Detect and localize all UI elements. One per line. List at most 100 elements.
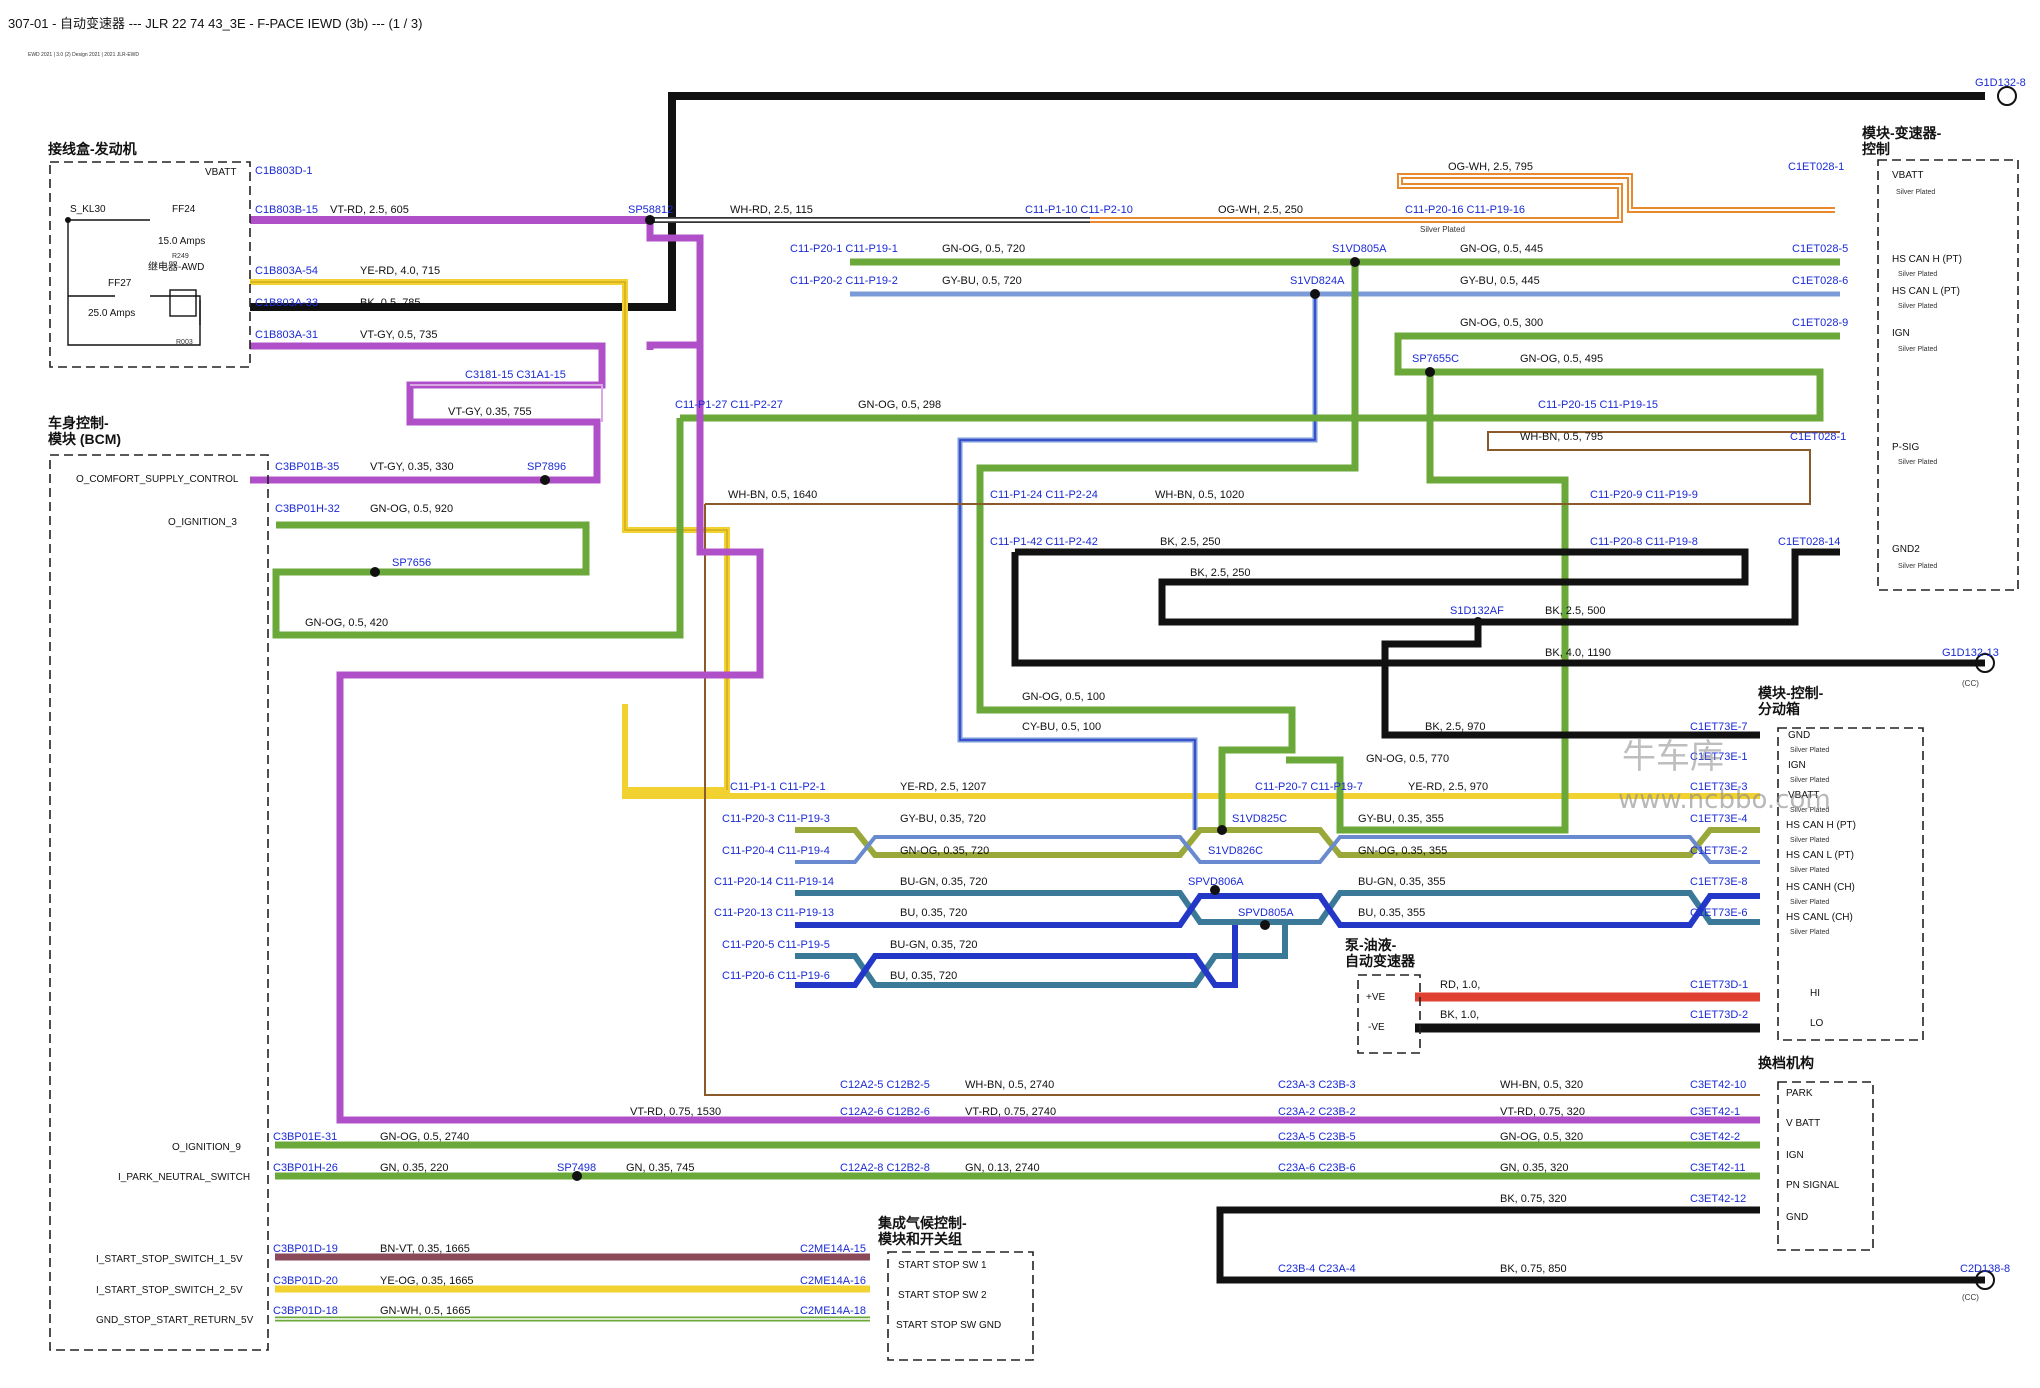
wire-bk-gnd-shifter <box>1216 1206 1985 1284</box>
connector-label: SPVD806A <box>1188 876 1244 888</box>
wire-label: YE-OG, 0.35, 1665 <box>380 1275 474 1287</box>
connector-label: SP58812 <box>628 204 673 216</box>
wire-label: BK, 0.75, 850 <box>1500 1263 1567 1275</box>
wire-label: VT-GY, 0.35, 755 <box>448 406 532 418</box>
wire-label: RD, 1.0, <box>1440 979 1480 991</box>
wire-label: GN-WH, 0.5, 1665 <box>380 1305 470 1317</box>
connector-label: C2ME14A-18 <box>800 1305 866 1317</box>
tcc-title: 模块-控制- <box>1758 685 1824 701</box>
wire-label: GN-OG, 0.5, 100 <box>1022 691 1105 703</box>
wire-label: OG-WH, 2.5, 795 <box>1448 161 1533 173</box>
bcm-pin-label: I_START_STOP_SWITCH_2_5V <box>96 1285 243 1296</box>
wire-label: WH-BN, 0.5, 1020 <box>1155 489 1244 501</box>
wire-label: (CC) <box>1962 1293 1979 1302</box>
pump-title: 泵-油液- <box>1345 937 1397 953</box>
tcm-pin-label: Silver Plated <box>1896 189 1935 196</box>
wire-label: GN-OG, 0.5, 770 <box>1366 753 1449 765</box>
iccm-title-2: 模块和开关组 <box>878 1231 962 1247</box>
connector-label: C1ET73E-7 <box>1690 721 1747 733</box>
connector-label: C11-P1-10 C11-P2-10 <box>1025 204 1133 216</box>
wire-label: VT-RD, 0.75, 1530 <box>630 1106 721 1118</box>
connector-label: C1B803D-1 <box>255 165 312 177</box>
connector-label: S1VD825C <box>1232 813 1287 825</box>
connector-label: C1B803A-54 <box>255 265 318 277</box>
wire-label: WH-BN, 0.5, 2740 <box>965 1079 1054 1091</box>
bcm-module <box>49 454 269 1351</box>
splice-s1d132af <box>1473 617 1483 627</box>
splice-spvd806a <box>1210 885 1220 895</box>
connector-label: SP7655C <box>1412 353 1459 365</box>
connector-label: G1D132-13 <box>1942 647 1999 659</box>
engine_box-pin-label: FF24 <box>172 204 196 215</box>
wire-gy-bu-twisted <box>795 827 1760 858</box>
connector-label: C1ET73E-2 <box>1690 845 1747 857</box>
ground-g1d132-8 <box>1997 86 2017 106</box>
wire-bu-gn-low <box>795 925 1288 988</box>
wire-label: GY-BU, 0.5, 720 <box>942 275 1022 287</box>
tcm-pin-label: HS CAN L (PT) <box>1892 286 1960 297</box>
tcc-pin-label: HS CAN H (PT) <box>1786 820 1856 831</box>
page-subtitle: EWD 2021 | 3.0 (2) Design 2021 | 2021 JL… <box>28 52 139 58</box>
tcm-module <box>1877 159 2019 591</box>
connector-label: C11-P20-14 C11-P19-14 <box>714 876 834 888</box>
wire-label: VT-RD, 2.5, 605 <box>330 204 409 216</box>
wire-label: GN-OG, 0.35, 355 <box>1358 845 1447 857</box>
bcm-pin-label: O_IGNITION_9 <box>172 1142 241 1153</box>
tcc-pin-label: Silver Plated <box>1790 837 1829 844</box>
tcm-pin-label: Silver Plated <box>1898 303 1937 310</box>
connector-label: C1ET73E-6 <box>1690 907 1747 919</box>
pump-title-2: 自动变速器 <box>1345 953 1416 969</box>
connector-label: C12A2-5 C12B2-5 <box>840 1079 930 1091</box>
connector-label: C1ET028-6 <box>1792 275 1848 287</box>
bcm-pin-label: O_COMFORT_SUPPLY_CONTROL <box>76 474 239 485</box>
tcm-pin-label: Silver Plated <box>1898 563 1937 570</box>
engine_box-pin-label: R249 <box>172 253 189 260</box>
tcc-pin-label: IGN <box>1788 760 1806 771</box>
wire-label: BK, 2.5, 250 <box>1190 567 1251 579</box>
pump-pin-label: +VE <box>1366 992 1386 1003</box>
wire-label: GN-OG, 0.5, 298 <box>858 399 941 411</box>
wire-label: WH-BN, 0.5, 320 <box>1500 1079 1583 1091</box>
engine-box-title: 接线盒-发动机 <box>48 141 137 157</box>
ground-c2d138-8 <box>1975 1270 1995 1290</box>
bcm-pin-label: I_PARK_NEUTRAL_SWITCH <box>118 1172 250 1183</box>
wire-bk-2-5 <box>1015 548 1840 626</box>
wire-label: GN-OG, 0.5, 420 <box>305 617 388 629</box>
wire-label: WH-RD, 2.5, 115 <box>730 204 813 216</box>
connector-label: C11-P20-16 C11-P19-16 <box>1405 204 1525 216</box>
tcm-pin-label: VBATT <box>1892 170 1923 181</box>
connector-label: C1ET028-1 <box>1790 431 1846 443</box>
wire-wh-bn <box>704 504 1760 1096</box>
wire-label: WH-BN, 0.5, 795 <box>1520 431 1603 443</box>
wire-label: GN-OG, 0.5, 320 <box>1500 1131 1583 1143</box>
tcm-pin-label: P-SIG <box>1892 442 1919 453</box>
pump-pin-label: -VE <box>1368 1022 1385 1033</box>
tcc-pin-label: HS CANH (CH) <box>1786 882 1855 893</box>
tcm-pin-label: Silver Plated <box>1898 459 1937 466</box>
bcm-pin-label: O_IGNITION_3 <box>168 517 237 528</box>
pump-pin-label: HI <box>1810 988 1820 999</box>
page-title: 307-01 - 自动变速器 --- JLR 22 74 43_3E - F-P… <box>8 16 422 31</box>
bcm-pin-label: I_START_STOP_SWITCH_1_5V <box>96 1254 243 1265</box>
wire-label: BK, 2.5, 970 <box>1425 721 1486 733</box>
engine_box-pin-label: S_KL30 <box>70 204 106 215</box>
shifter-pin-label: IGN <box>1786 1150 1804 1161</box>
splice-sp7655c <box>1425 367 1435 377</box>
connector-label: C3BP01E-31 <box>273 1131 337 1143</box>
connector-label: C23A-6 C23B-6 <box>1278 1162 1356 1174</box>
tcc-pin-label: Silver Plated <box>1790 899 1829 906</box>
connector-label: C12A2-8 C12B2-8 <box>840 1162 930 1174</box>
bcm-pin-label: GND_STOP_START_RETURN_5V <box>96 1315 254 1326</box>
wire-label: OG-WH, 2.5, 250 <box>1218 204 1303 216</box>
tcc-module <box>1777 727 1924 1041</box>
iccm-module <box>887 1251 1034 1361</box>
connector-label: C3181-15 C31A1-15 <box>465 369 566 381</box>
wire-label: BU-GN, 0.35, 355 <box>1358 876 1445 888</box>
wire-label: GN, 0.35, 745 <box>626 1162 695 1174</box>
tcm-pin-label: Silver Plated <box>1898 346 1937 353</box>
connector-label: C1ET028-1 <box>1788 161 1844 173</box>
tcm-pin-label: HS CAN H (PT) <box>1892 254 1962 265</box>
connector-label: C11-P20-9 C11-P19-9 <box>1590 489 1698 501</box>
shifter-module <box>1777 1081 1874 1251</box>
